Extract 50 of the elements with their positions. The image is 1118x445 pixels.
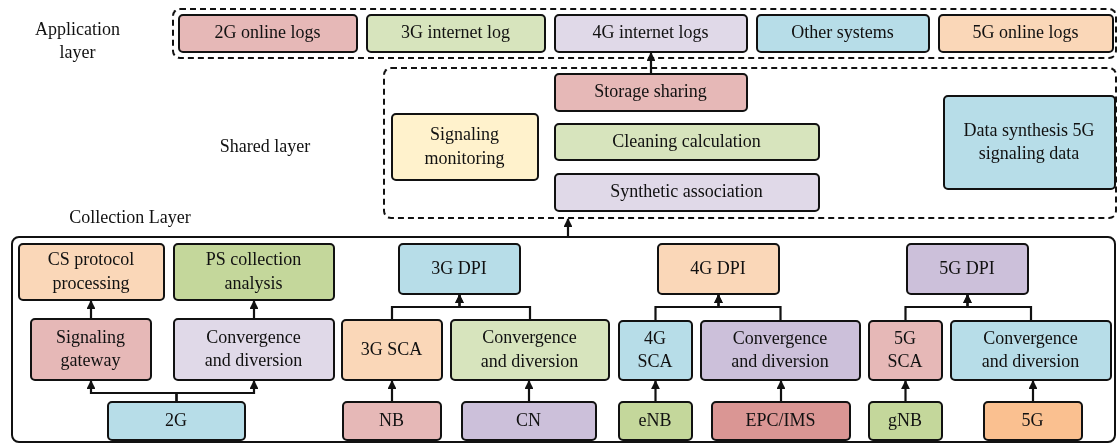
process-box: Convergence and diversion xyxy=(699,319,861,381)
layer-label: Application layer xyxy=(34,18,121,65)
layer-frame xyxy=(172,8,1117,59)
process-box: 4G internet logs xyxy=(553,13,748,53)
arrow xyxy=(86,300,96,318)
arrow xyxy=(901,380,910,401)
arrow xyxy=(646,52,656,73)
process-box: NB xyxy=(341,400,442,441)
process-box: 2G xyxy=(106,400,246,441)
process-box: Storage sharing xyxy=(553,72,748,112)
arrow xyxy=(455,294,532,319)
layer-label: Collection Layer xyxy=(68,206,192,229)
arrow xyxy=(387,380,397,401)
process-box: 5G SCA xyxy=(867,319,943,381)
process-box: 4G DPI xyxy=(656,242,780,295)
process-box: Other systems xyxy=(755,13,930,53)
process-box: 3G DPI xyxy=(397,242,521,295)
arrow xyxy=(651,380,660,401)
process-box: 2G online logs xyxy=(177,13,358,53)
process-box: Synthetic association xyxy=(553,172,820,212)
process-box: 5G xyxy=(982,400,1083,441)
process-box: Signaling monitoring xyxy=(390,112,539,181)
process-box: Signaling gateway xyxy=(29,317,152,381)
process-box: 3G internet log xyxy=(365,13,546,53)
arrow xyxy=(524,380,534,401)
process-box: 4G SCA xyxy=(617,319,693,381)
layer-label: Shared layer xyxy=(218,135,312,158)
process-box: Data synthesis 5G signaling data xyxy=(942,94,1116,190)
arrow xyxy=(776,380,786,401)
process-box: 3G SCA xyxy=(340,318,443,381)
process-box: CS protocol processing xyxy=(17,242,165,301)
process-box: 5G DPI xyxy=(905,242,1029,295)
process-box: Cleaning calculation xyxy=(553,122,820,161)
arrow xyxy=(175,380,259,401)
arrow xyxy=(714,294,782,320)
layer-frame xyxy=(383,67,1117,219)
process-box: eNB xyxy=(617,400,693,441)
arrow xyxy=(963,294,1033,320)
arrow xyxy=(563,218,573,236)
process-box: Convergence and diversion xyxy=(949,319,1112,381)
process-box: gNB xyxy=(867,400,943,441)
process-box: PS collection analysis xyxy=(172,242,335,301)
process-box: 5G online logs xyxy=(937,13,1114,53)
process-box: EPC/IMS xyxy=(710,400,851,441)
layer-frame xyxy=(11,236,1116,443)
arrow xyxy=(1028,380,1038,401)
process-box: Convergence and diversion xyxy=(172,317,335,381)
process-box: Convergence and diversion xyxy=(449,318,610,381)
process-box: CN xyxy=(460,400,597,441)
arrow xyxy=(249,300,259,318)
